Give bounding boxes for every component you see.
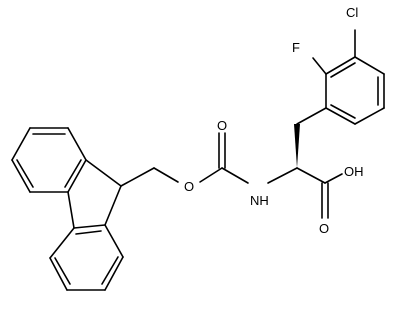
amino-acid-backbone (267, 167, 343, 219)
amine-nh-label: NH (250, 193, 269, 208)
stereo-wedge-bond (294, 124, 300, 168)
ester-oxygen-label: O (184, 179, 194, 194)
acid-carbonyl-oxygen-label: O (319, 221, 329, 236)
halophenyl-ring (296, 29, 385, 125)
fmoc-carbonyl-oxygen-label: O (217, 118, 227, 133)
chlorine-atom-label: Cl (346, 5, 358, 20)
hydroxyl-oh-label: OH (344, 164, 364, 179)
fmoc-linker (120, 132, 249, 187)
fluorine-atom-label: F (292, 40, 300, 55)
fluorene-group (11, 127, 124, 291)
